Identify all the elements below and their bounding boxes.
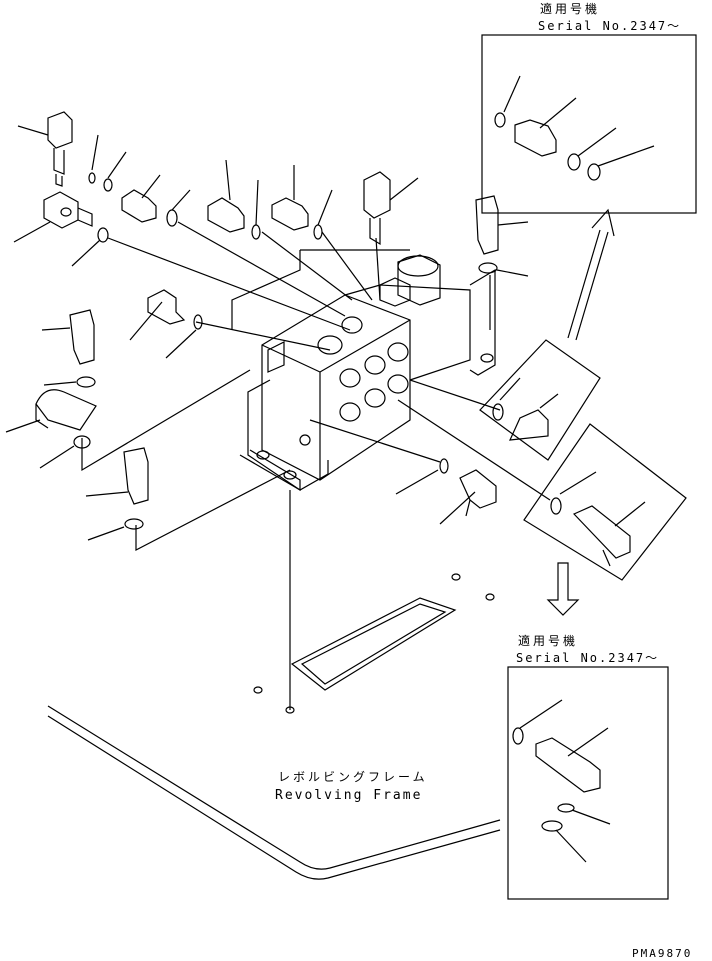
callout-box-middle: [479, 208, 615, 461]
bottom-inset-applicability: 適用号機: [518, 634, 579, 648]
component-sensor-top-left: [17, 111, 73, 187]
bottom-inset-box: [507, 666, 669, 900]
component-oring-2: [166, 209, 178, 227]
valve-block: [239, 254, 496, 492]
component-elbow-left: [129, 289, 203, 359]
drawing-code: PMA9870: [632, 947, 693, 960]
callout-box-lower: [523, 423, 687, 581]
component-plug-1: [121, 174, 161, 223]
component-oring-4: [313, 224, 323, 240]
revolving-frame: [47, 573, 501, 880]
component-elbow-lower: [395, 458, 497, 525]
leader-lines: [81, 221, 551, 710]
component-bolt-lower: [85, 447, 149, 541]
bottom-inset-serial: Serial No.2347～: [516, 651, 660, 665]
top-inset-applicability: 適用号機: [540, 2, 601, 16]
component-bolt-left: [41, 309, 96, 388]
component-clamp: [5, 389, 97, 469]
top-inset-box: [481, 34, 697, 214]
component-oring-1: [71, 134, 127, 267]
down-arrow: [546, 562, 580, 616]
component-plug-2: [207, 159, 245, 233]
component-plug-3: [271, 165, 309, 231]
top-inset-serial: Serial No.2347～: [538, 19, 682, 33]
component-oring-3: [251, 224, 261, 240]
frame-label-japanese: レボルビングフレーム: [278, 770, 428, 784]
frame-label-english: Revolving Frame: [275, 788, 423, 803]
component-sensor-top-center: [363, 171, 419, 246]
component-fitting-left: [13, 191, 93, 243]
component-bolt-right: [475, 195, 529, 277]
